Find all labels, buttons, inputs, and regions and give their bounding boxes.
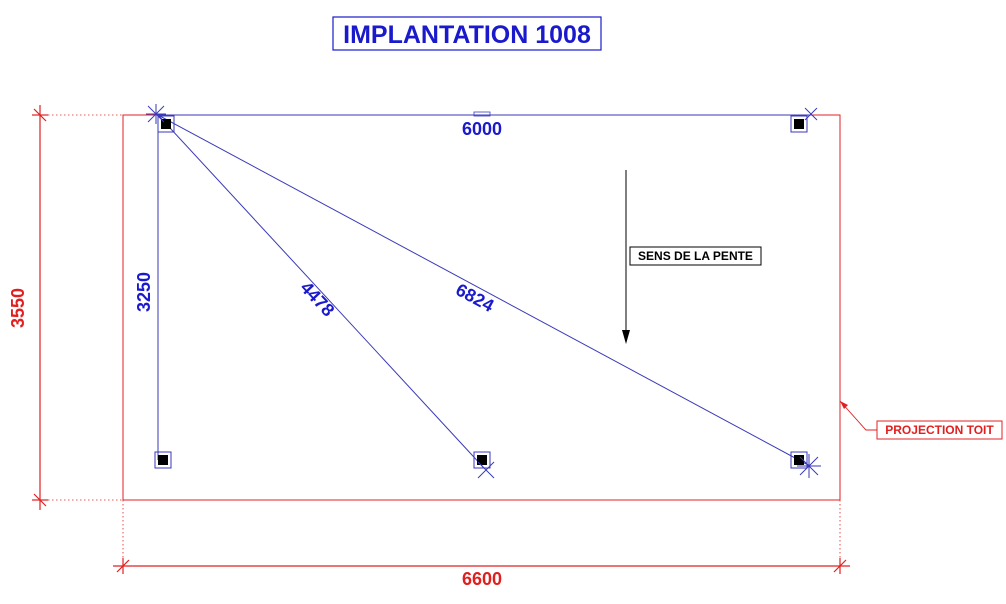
post-bottom-left (154, 451, 172, 469)
title-frame (332, 16, 602, 51)
overall-height-label: 3550 (8, 288, 28, 328)
diagonal-long-label: 6824 (452, 279, 497, 315)
diagonal-long-line (157, 114, 811, 467)
dimension-overall-height (32, 105, 48, 510)
slope-label: SENS DE LA PENTE (638, 249, 753, 263)
post-bottom-right (790, 451, 821, 478)
overall-width-label: 6600 (462, 569, 502, 589)
drawing-title: IMPLANTATION 1008 (343, 21, 591, 49)
top-span-marker (473, 111, 491, 117)
top-span-label: 6000 (462, 119, 502, 139)
post-top-right (790, 107, 818, 133)
post-top-left (146, 104, 175, 133)
dimension-overall-width (113, 558, 850, 574)
left-vertical-label: 3250 (134, 272, 154, 312)
diagonal-short-label: 4478 (296, 277, 338, 320)
diagonal-short-line (157, 114, 485, 469)
slope-direction-arrow (622, 170, 630, 344)
measurement-lines (157, 114, 812, 469)
post-bottom-middle (473, 451, 495, 479)
roof-projection-label: PROJECTION TOIT (885, 423, 994, 437)
title-block: IMPLANTATION 1008 (332, 16, 602, 51)
extension-lines (40, 114, 841, 566)
roof-projection-callout: PROJECTION TOIT (839, 400, 1003, 440)
slope-label-box: SENS DE LA PENTE (629, 246, 762, 266)
